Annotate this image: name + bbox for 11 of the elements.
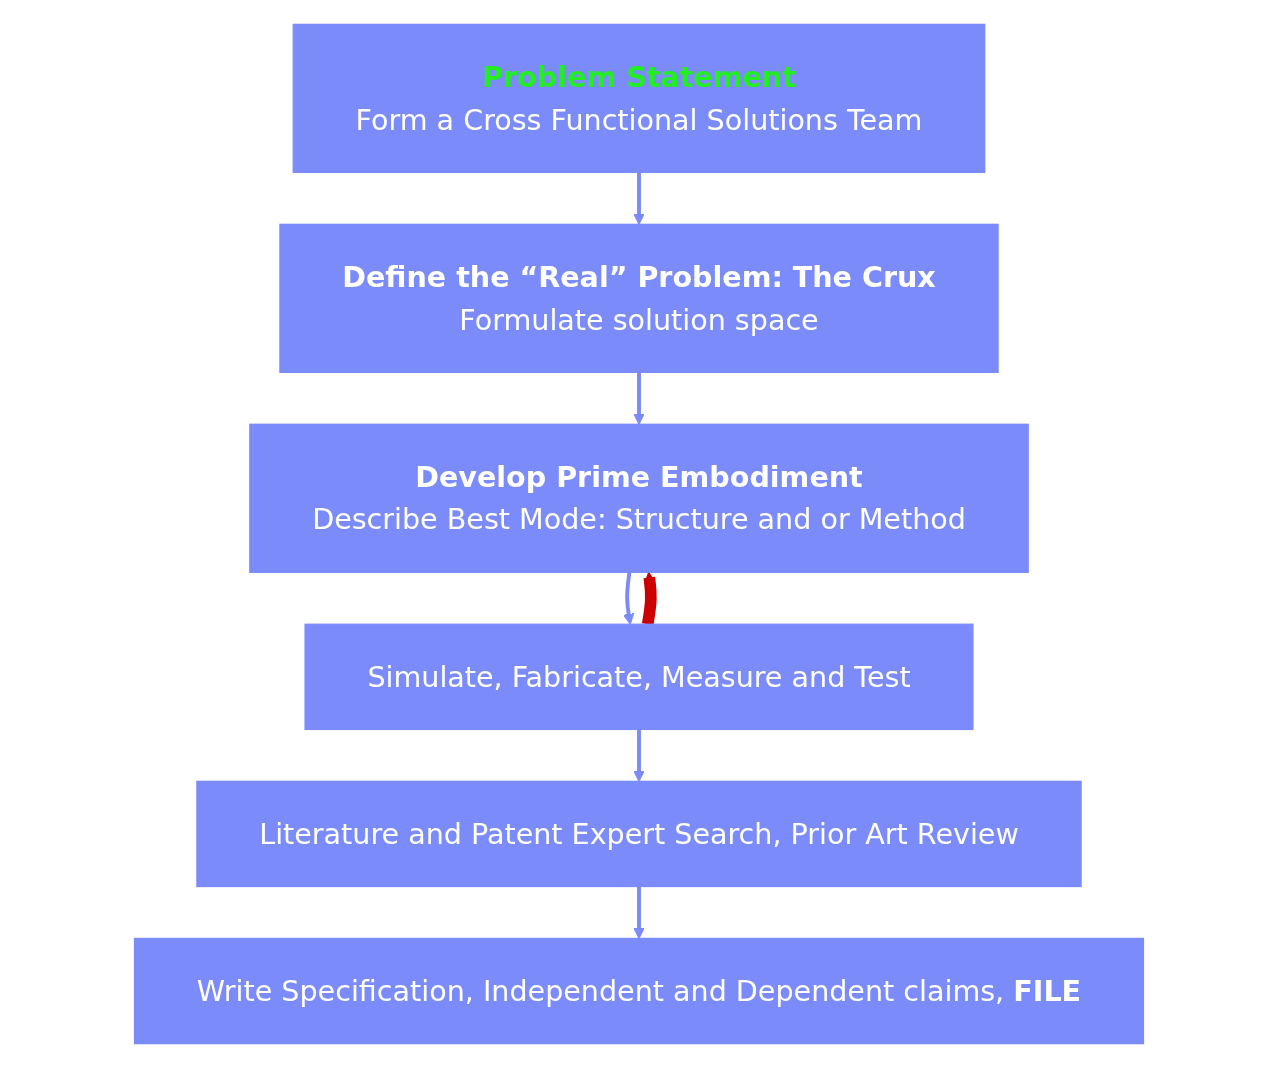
arrow [633,728,645,782]
node-box: Literature and Patent Expert Search, Prior Art Review [196,780,1082,887]
arrow [633,371,645,425]
node-box: Simulate, Fabricate, Measure and Test [304,623,974,730]
node-box: Develop Prime Embodiment Describe Best Mode: Structure and or Method [249,423,1029,573]
arrow [622,571,635,625]
node-box: Write Specification, Independent and Dependent claims, FILE [133,937,1145,1044]
node-box: Problem Statement Form a Cross Functional Solutions Team [292,23,986,173]
node-box: Define the “Real” Problem: The Crux Formulate solution space [279,223,999,373]
arrow [633,171,645,225]
arrow [633,886,645,939]
